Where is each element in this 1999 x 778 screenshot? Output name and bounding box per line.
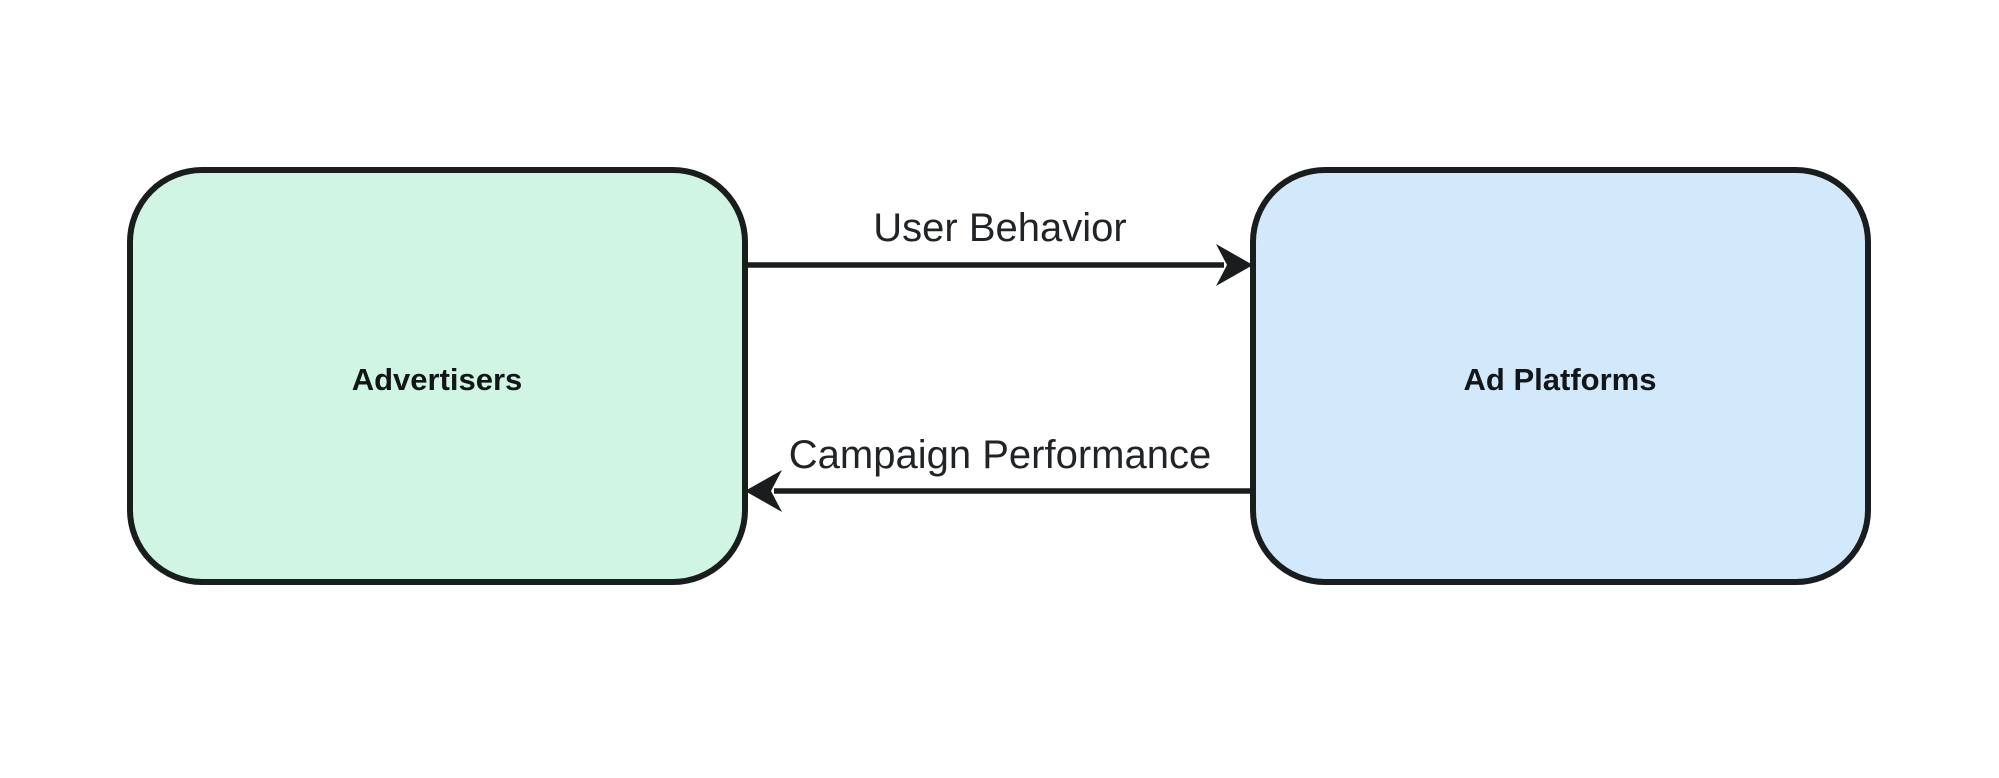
- edge-user-behavior: User Behavior: [748, 206, 1253, 286]
- advertisers-label: Advertisers: [352, 362, 523, 397]
- node-ad-platforms: Ad Platforms: [1250, 167, 1871, 585]
- advertisers-box: [127, 167, 748, 585]
- node-advertisers: Advertisers: [127, 167, 748, 585]
- campaign-performance-label: Campaign Performance: [789, 433, 1211, 477]
- edge-campaign-performance: Campaign Performance: [745, 433, 1250, 512]
- user-behavior-label: User Behavior: [873, 206, 1126, 250]
- arrow-left-icon: [745, 470, 782, 512]
- ad-platforms-box: [1250, 167, 1871, 585]
- ad-platforms-label: Ad Platforms: [1464, 362, 1657, 397]
- arrow-right-icon: [1216, 244, 1253, 286]
